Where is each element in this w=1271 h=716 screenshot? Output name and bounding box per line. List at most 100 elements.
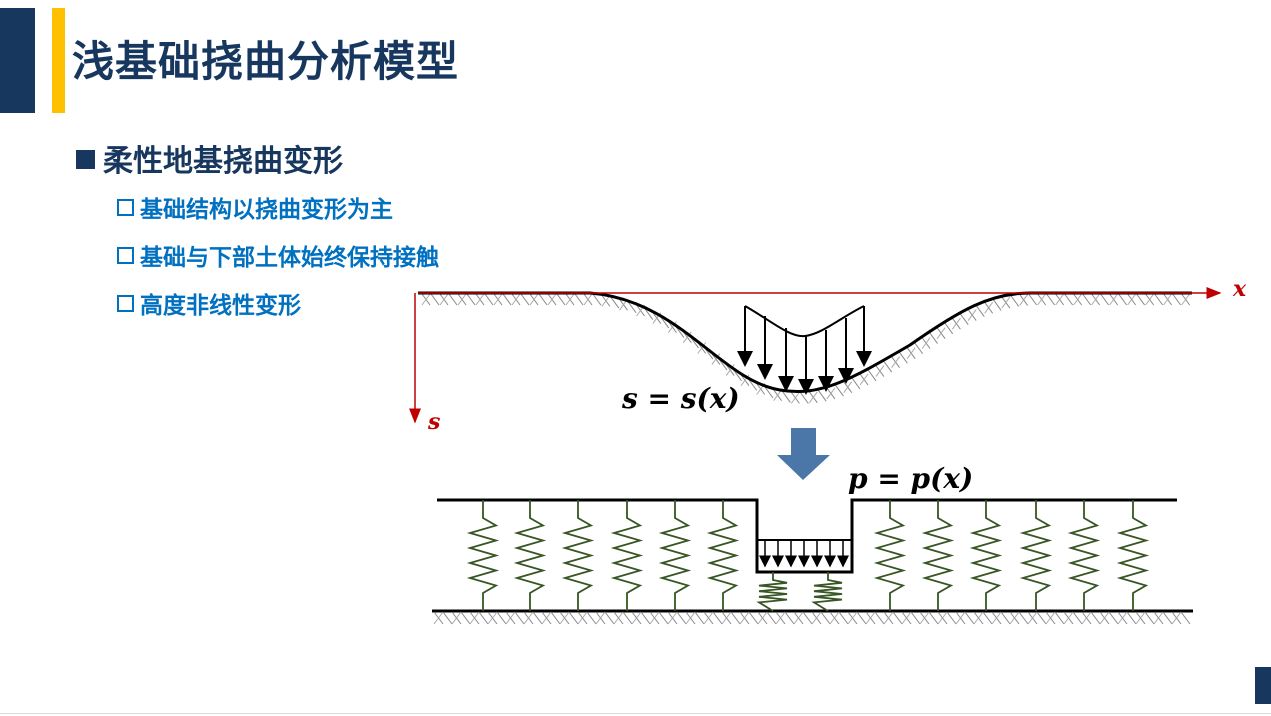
hatch-mark — [466, 293, 476, 306]
hatch-mark — [921, 337, 931, 349]
hatch-mark — [748, 379, 758, 391]
hatch-mark — [1027, 611, 1038, 625]
hatch-mark — [631, 611, 642, 625]
hatch-mark — [511, 293, 521, 306]
hatch-mark — [586, 611, 597, 625]
hatch-mark — [1162, 611, 1173, 625]
hatch-mark — [1018, 611, 1029, 625]
hatch-mark — [1145, 293, 1155, 306]
hatch-mark — [649, 611, 660, 625]
hatch-mark — [1163, 293, 1173, 306]
hatch-mark — [739, 611, 750, 625]
distributed-load-top — [737, 305, 872, 395]
footer-divider — [0, 713, 1271, 714]
soil-hatching-top — [421, 293, 1191, 404]
hatch-mark — [914, 342, 924, 355]
hatch-mark — [644, 308, 654, 320]
hatch-mark — [541, 611, 552, 625]
hatch-mark — [1036, 611, 1047, 625]
hatch-mark — [658, 611, 669, 625]
hatch-mark — [1136, 293, 1146, 306]
hatch-mark — [725, 364, 735, 376]
hatch-mark — [640, 611, 651, 625]
hatch-mark — [929, 332, 938, 344]
hatch-mark — [460, 611, 471, 625]
hatch-mark — [451, 611, 462, 625]
hatch-mark — [697, 342, 707, 354]
hatch-mark — [1055, 293, 1065, 306]
hatch-mark — [1127, 293, 1137, 306]
hatch-mark — [694, 611, 705, 625]
hatch-mark — [730, 611, 741, 625]
hatch-mark — [1046, 293, 1056, 306]
hatch-mark — [891, 356, 900, 368]
hatch-mark — [859, 373, 869, 386]
hatch-mark — [1009, 611, 1020, 625]
hatch-mark — [984, 302, 994, 314]
hatch-mark — [430, 293, 440, 306]
hatch-mark — [1082, 293, 1092, 306]
hatch-mark — [613, 611, 624, 625]
corner-accent — [1255, 667, 1271, 704]
hatch-mark — [793, 611, 804, 625]
list-item-text: 高度非线性变形 — [140, 293, 301, 319]
hatch-mark — [808, 391, 818, 404]
hatch-mark — [469, 611, 480, 625]
spring — [466, 500, 500, 611]
hatch-mark — [892, 611, 903, 625]
hatch-mark — [733, 369, 742, 382]
distributed-load-bottom — [758, 539, 851, 568]
hatch-mark — [565, 293, 575, 306]
hatch-mark — [992, 299, 1002, 311]
hatch-mark — [595, 611, 606, 625]
hatch-mark — [784, 611, 795, 625]
hatch-mark — [782, 391, 791, 403]
hatch-mark — [448, 293, 458, 306]
hatch-mark — [936, 327, 946, 339]
hollow-square-bullet-icon — [117, 295, 134, 312]
hatch-mark — [973, 611, 984, 625]
hatch-mark — [975, 305, 985, 318]
hatch-mark — [910, 611, 921, 625]
spring — [658, 500, 692, 611]
hatch-mark — [439, 293, 449, 306]
hatch-mark — [802, 611, 813, 625]
hatch-mark — [1172, 293, 1182, 306]
hatch-mark — [1181, 293, 1191, 306]
soil-hatching-bottom — [433, 611, 1191, 625]
hatch-mark — [685, 611, 696, 625]
hatch-mark — [901, 611, 912, 625]
hatch-mark — [766, 611, 777, 625]
list-item: 基础结构以挠曲变形为主 — [117, 190, 393, 224]
title-accent-gold — [52, 8, 65, 113]
hatch-mark — [487, 611, 498, 625]
hatch-mark — [721, 611, 732, 625]
hatch-mark — [682, 331, 692, 343]
hatch-mark — [874, 611, 885, 625]
hatch-mark — [919, 611, 930, 625]
hatch-mark — [421, 293, 431, 306]
hatch-mark — [991, 611, 1002, 625]
hatch-mark — [875, 365, 885, 377]
foundation-beam — [437, 498, 1177, 574]
hatch-mark — [1045, 611, 1056, 625]
hatch-mark — [1019, 294, 1029, 306]
hatch-mark — [1064, 293, 1074, 306]
spring — [561, 500, 595, 611]
hatch-mark — [718, 358, 728, 371]
spring — [1067, 500, 1101, 611]
hatch-mark — [523, 611, 534, 625]
hatch-mark — [883, 611, 894, 625]
hatch-mark — [577, 611, 588, 625]
hatch-mark — [532, 611, 543, 625]
hatch-mark — [712, 611, 723, 625]
hatch-mark — [1054, 611, 1065, 625]
hatch-mark — [898, 351, 908, 364]
hatch-mark — [829, 611, 840, 625]
hatch-mark — [1154, 293, 1164, 306]
hatch-mark — [847, 611, 858, 625]
hatch-mark — [703, 611, 714, 625]
hatch-mark — [568, 611, 579, 625]
hatch-mark — [550, 611, 561, 625]
s-axis-label: s — [427, 409, 440, 435]
